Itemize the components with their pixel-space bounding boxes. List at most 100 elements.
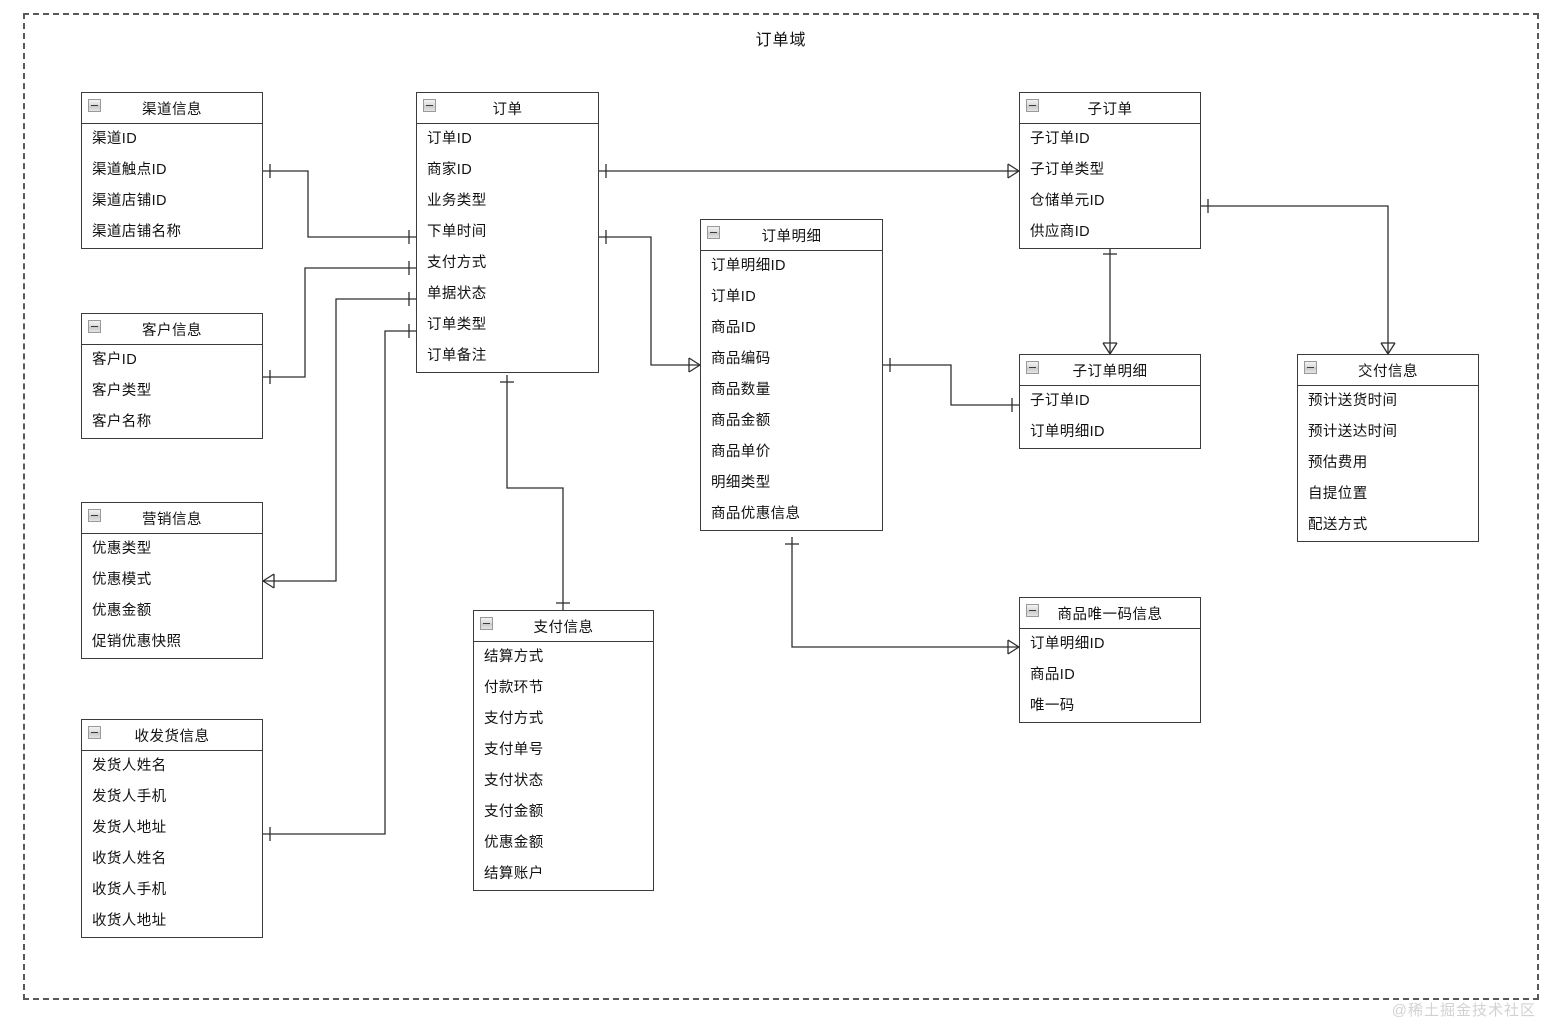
collapse-minus-icon[interactable] xyxy=(480,617,493,630)
entity-field: 业务类型 xyxy=(427,193,487,209)
entity-field: 客户ID xyxy=(92,352,138,368)
entity-field: 客户类型 xyxy=(92,383,152,399)
entity-field: 子订单ID xyxy=(1030,131,1090,147)
entity-field: 仓储单元ID xyxy=(1030,193,1105,209)
entity-field: 支付状态 xyxy=(484,773,544,789)
entity-field: 付款环节 xyxy=(484,680,544,696)
entity-marketing[interactable]: 营销信息 优惠类型 优惠模式 优惠金额 促销优惠快照 xyxy=(81,502,263,659)
entity-header: 子订单 xyxy=(1020,93,1200,124)
entity-fields: 订单明细ID 订单ID 商品ID 商品编码 商品数量 商品金额 商品单价 明细类… xyxy=(701,251,882,530)
entity-field: 优惠金额 xyxy=(484,835,544,851)
domain-boundary xyxy=(23,13,1539,1000)
entity-fields: 客户ID 客户类型 客户名称 xyxy=(82,345,262,438)
entity-sub-order-detail[interactable]: 子订单明细 子订单ID 订单明细ID xyxy=(1019,354,1201,449)
entity-field: 支付单号 xyxy=(484,742,544,758)
entity-field: 促销优惠快照 xyxy=(92,634,182,650)
entity-title: 订单 xyxy=(492,101,523,118)
entity-field: 单据状态 xyxy=(427,286,487,302)
entity-field: 渠道触点ID xyxy=(92,162,167,178)
entity-sub-order[interactable]: 子订单 子订单ID 子订单类型 仓储单元ID 供应商ID xyxy=(1019,92,1201,249)
entity-title: 交付信息 xyxy=(1358,363,1418,380)
entity-fields: 预计送货时间 预计送达时间 预估费用 自提位置 配送方式 xyxy=(1298,386,1478,541)
entity-field: 订单明细ID xyxy=(1030,424,1105,440)
entity-field: 渠道店铺ID xyxy=(92,193,167,209)
entity-title: 订单明细 xyxy=(761,228,822,245)
entity-title: 支付信息 xyxy=(533,619,594,636)
collapse-minus-icon[interactable] xyxy=(1026,361,1039,374)
entity-field: 商品数量 xyxy=(711,382,771,398)
entity-title: 子订单明细 xyxy=(1072,363,1148,380)
entity-field: 收货人地址 xyxy=(92,913,167,929)
entity-title: 子订单 xyxy=(1087,101,1133,118)
collapse-minus-icon[interactable] xyxy=(707,226,720,239)
collapse-minus-icon[interactable] xyxy=(1026,99,1039,112)
entity-field: 发货人地址 xyxy=(92,820,167,836)
entity-delivery[interactable]: 交付信息 预计送货时间 预计送达时间 预估费用 自提位置 配送方式 xyxy=(1297,354,1479,542)
collapse-minus-icon[interactable] xyxy=(88,509,101,522)
entity-field: 下单时间 xyxy=(427,224,487,240)
entity-field: 订单明细ID xyxy=(1030,636,1105,652)
entity-header: 营销信息 xyxy=(82,503,262,534)
entity-order-detail[interactable]: 订单明细 订单明细ID 订单ID 商品ID 商品编码 商品数量 商品金额 商品单… xyxy=(700,219,883,531)
entity-header: 订单明细 xyxy=(701,220,882,251)
collapse-minus-icon[interactable] xyxy=(423,99,436,112)
entity-field: 商家ID xyxy=(427,162,473,178)
entity-header: 渠道信息 xyxy=(82,93,262,124)
entity-field: 商品ID xyxy=(711,320,757,336)
entity-customer[interactable]: 客户信息 客户ID 客户类型 客户名称 xyxy=(81,313,263,439)
entity-field: 渠道ID xyxy=(92,131,138,147)
entity-field: 支付金额 xyxy=(484,804,544,820)
entity-field: 预计送达时间 xyxy=(1308,424,1398,440)
entity-field: 子订单类型 xyxy=(1030,162,1105,178)
entity-fields: 发货人姓名 发货人手机 发货人地址 收货人姓名 收货人手机 收货人地址 xyxy=(82,751,262,937)
entity-field: 供应商ID xyxy=(1030,224,1090,240)
entity-field: 商品编码 xyxy=(711,351,771,367)
entity-field: 优惠金额 xyxy=(92,603,152,619)
collapse-minus-icon[interactable] xyxy=(1026,604,1039,617)
entity-field: 商品ID xyxy=(1030,667,1076,683)
entity-field: 订单类型 xyxy=(427,317,487,333)
entity-fields: 子订单ID 订单明细ID xyxy=(1020,386,1200,448)
entity-field: 商品金额 xyxy=(711,413,771,429)
collapse-minus-icon[interactable] xyxy=(1304,361,1317,374)
entity-title: 渠道信息 xyxy=(142,101,202,118)
entity-field: 订单ID xyxy=(427,131,473,147)
entity-title: 客户信息 xyxy=(142,322,202,339)
entity-field: 明细类型 xyxy=(711,475,771,491)
entity-field: 子订单ID xyxy=(1030,393,1090,409)
collapse-minus-icon[interactable] xyxy=(88,320,101,333)
entity-field: 客户名称 xyxy=(92,414,152,430)
entity-header: 订单 xyxy=(417,93,598,124)
entity-field: 商品优惠信息 xyxy=(711,506,801,522)
entity-field: 结算方式 xyxy=(484,649,544,665)
entity-field: 优惠模式 xyxy=(92,572,152,588)
entity-fields: 结算方式 付款环节 支付方式 支付单号 支付状态 支付金额 优惠金额 结算账户 xyxy=(474,642,653,890)
entity-sku-code[interactable]: 商品唯一码信息 订单明细ID 商品ID 唯一码 xyxy=(1019,597,1201,723)
entity-field: 配送方式 xyxy=(1308,517,1368,533)
entity-shipping[interactable]: 收发货信息 发货人姓名 发货人手机 发货人地址 收货人姓名 收货人手机 收货人地… xyxy=(81,719,263,938)
entity-payment[interactable]: 支付信息 结算方式 付款环节 支付方式 支付单号 支付状态 支付金额 优惠金额 … xyxy=(473,610,654,891)
entity-title: 商品唯一码信息 xyxy=(1057,606,1163,623)
entity-title: 营销信息 xyxy=(142,511,202,528)
entity-header: 交付信息 xyxy=(1298,355,1478,386)
entity-order[interactable]: 订单 订单ID 商家ID 业务类型 下单时间 支付方式 单据状态 订单类型 订单… xyxy=(416,92,599,373)
collapse-minus-icon[interactable] xyxy=(88,99,101,112)
entity-field: 预计送货时间 xyxy=(1308,393,1398,409)
collapse-minus-icon[interactable] xyxy=(88,726,101,739)
entity-field: 商品单价 xyxy=(711,444,771,460)
entity-field: 发货人姓名 xyxy=(92,758,167,774)
entity-field: 订单ID xyxy=(711,289,757,305)
watermark: @稀土掘金技术社区 xyxy=(1391,1002,1536,1019)
entity-channel[interactable]: 渠道信息 渠道ID 渠道触点ID 渠道店铺ID 渠道店铺名称 xyxy=(81,92,263,249)
entity-header: 客户信息 xyxy=(82,314,262,345)
entity-field: 支付方式 xyxy=(484,711,544,727)
entity-field: 优惠类型 xyxy=(92,541,152,557)
page-title: 订单域 xyxy=(755,32,807,49)
entity-fields: 子订单ID 子订单类型 仓储单元ID 供应商ID xyxy=(1020,124,1200,248)
entity-title: 收发货信息 xyxy=(134,728,210,745)
entity-field: 渠道店铺名称 xyxy=(92,224,182,240)
entity-fields: 订单明细ID 商品ID 唯一码 xyxy=(1020,629,1200,722)
entity-fields: 渠道ID 渠道触点ID 渠道店铺ID 渠道店铺名称 xyxy=(82,124,262,248)
entity-field: 订单明细ID xyxy=(711,258,786,274)
